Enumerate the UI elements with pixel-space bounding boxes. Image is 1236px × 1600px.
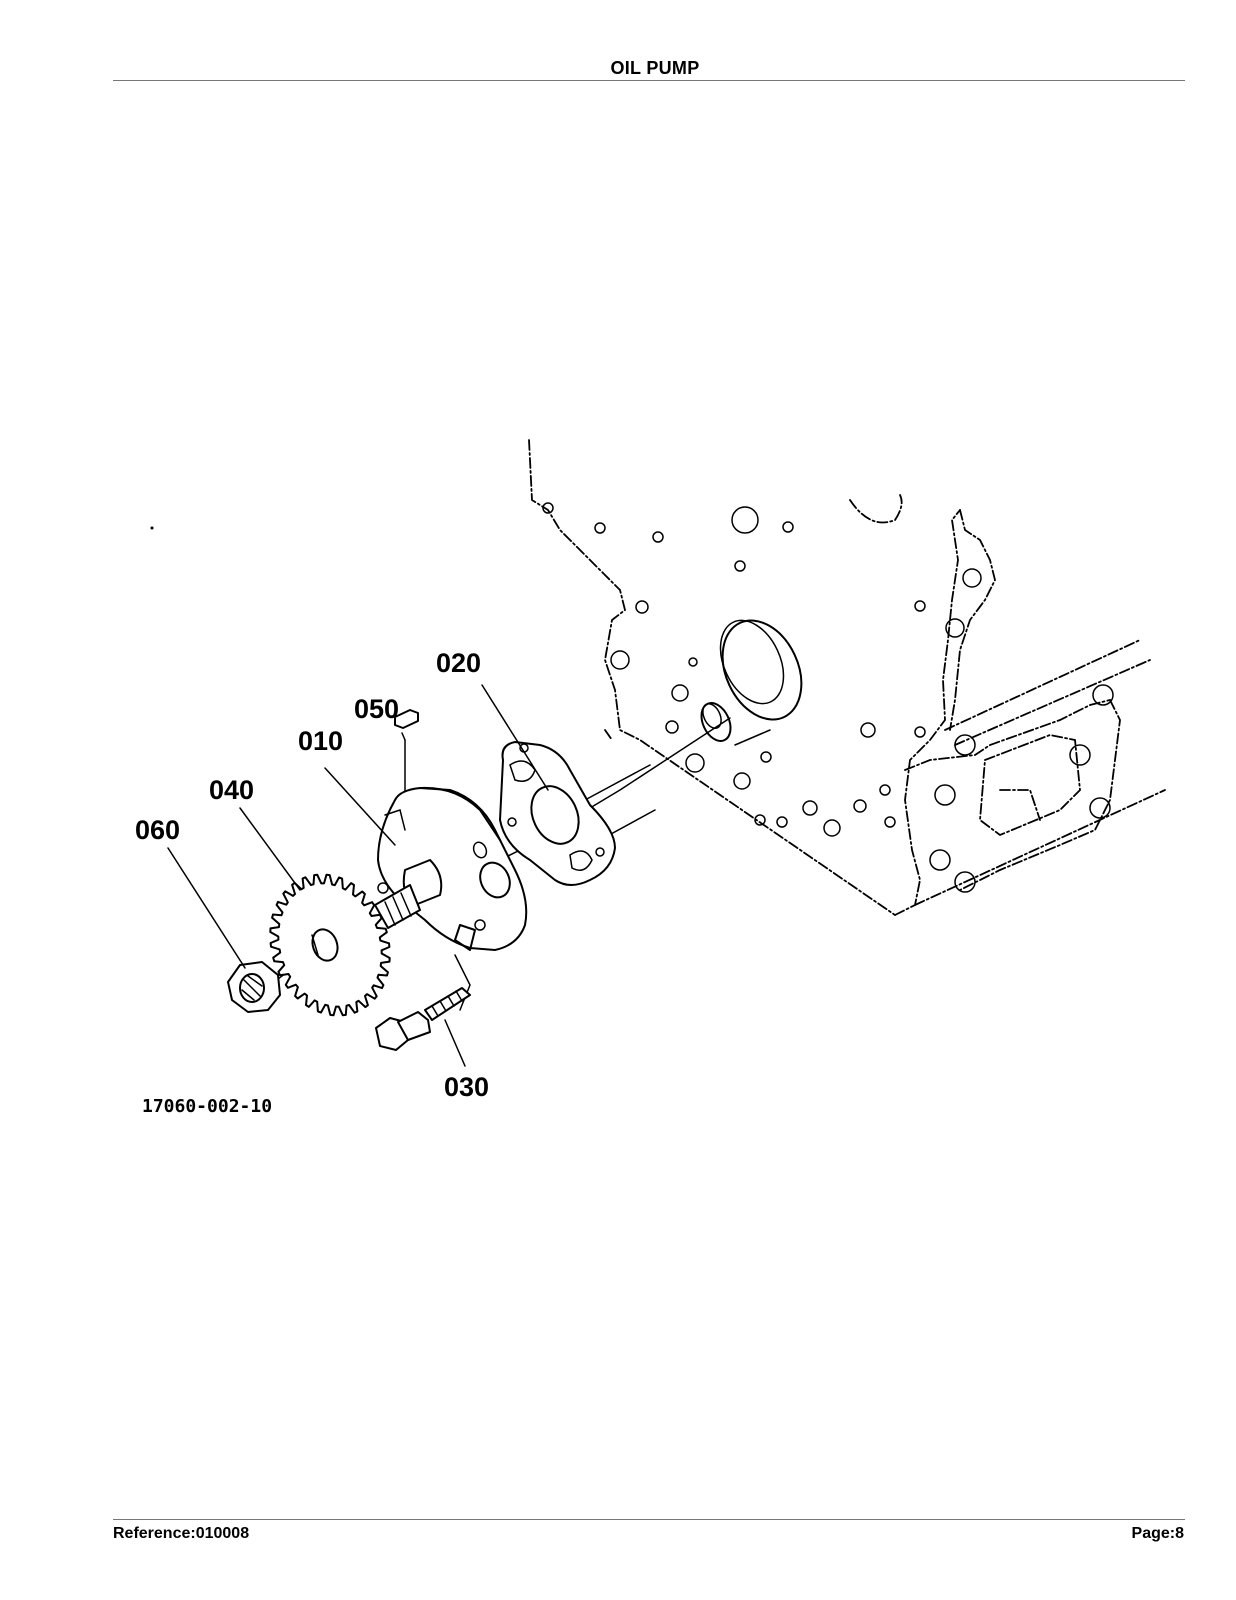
stray-mark xyxy=(150,526,154,530)
callout-010: 010 xyxy=(298,726,343,756)
header-divider xyxy=(113,80,1185,81)
pump-drive-gear xyxy=(269,873,391,1017)
gear-case-holes xyxy=(542,502,1114,893)
footer-divider xyxy=(113,1519,1185,1520)
hex-nut xyxy=(227,961,281,1013)
gear-case-outline xyxy=(528,439,1166,916)
reference-label: Reference:010008 xyxy=(113,1525,250,1542)
callout-060: 060 xyxy=(135,815,180,845)
callout-040: 040 xyxy=(209,775,254,805)
page-title: OIL PUMP xyxy=(610,58,700,78)
callout-030: 030 xyxy=(444,1072,489,1102)
page-number: Page:8 xyxy=(1131,1525,1184,1542)
leader-lines xyxy=(167,684,549,1067)
gear-case-bore xyxy=(700,619,803,742)
woodruff-key xyxy=(394,709,419,729)
oil-pump-body xyxy=(374,786,528,951)
gasket xyxy=(499,741,616,886)
drawing-number: 17060-002-10 xyxy=(142,1096,272,1117)
callout-020: 020 xyxy=(436,648,481,678)
mounting-bolt xyxy=(375,987,471,1051)
callout-050: 050 xyxy=(354,694,399,724)
